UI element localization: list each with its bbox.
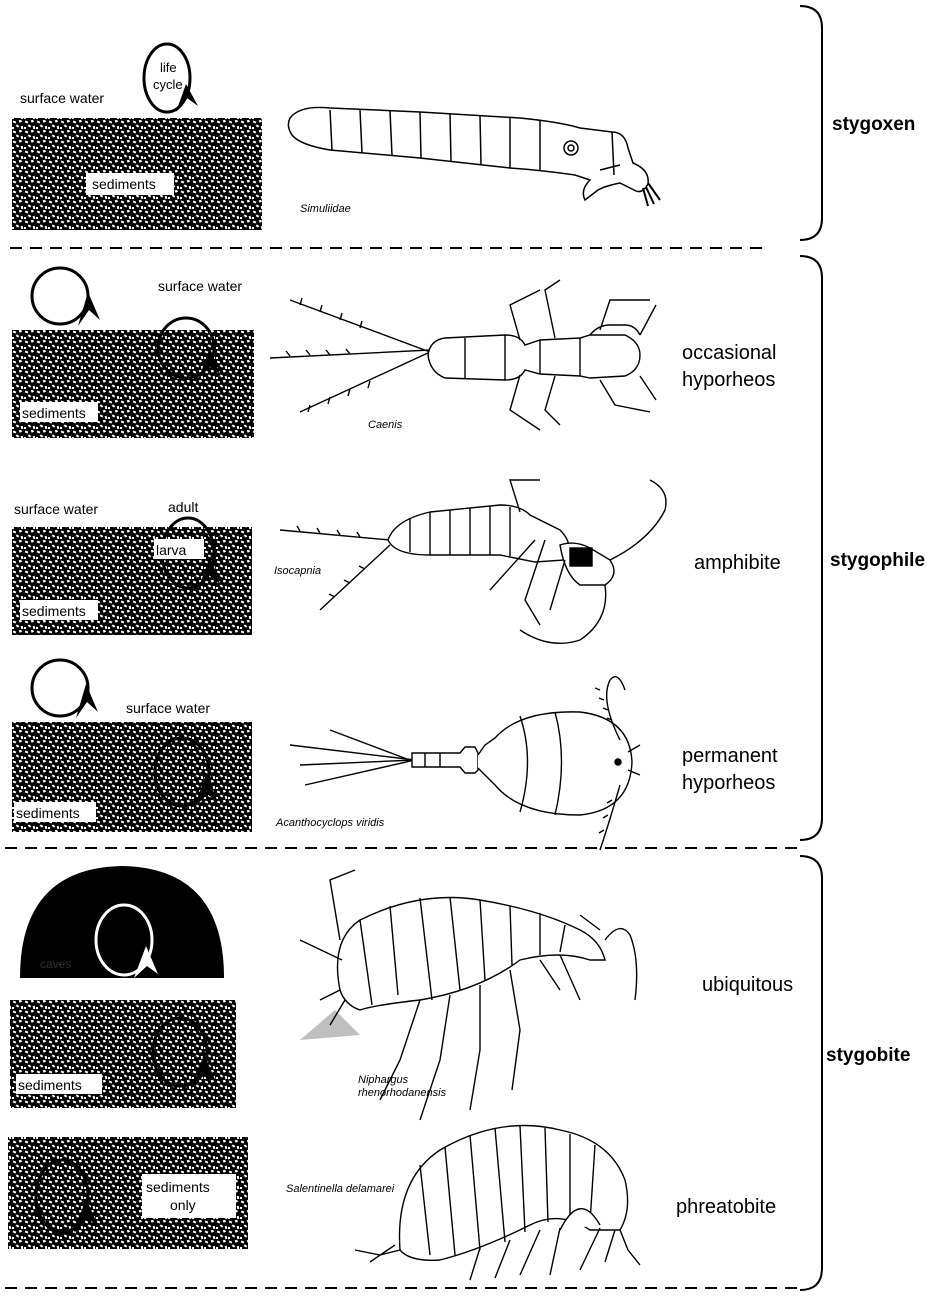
category-permanent-line1: permanent	[682, 745, 778, 767]
category-ubiquitous: ubiquitous	[702, 974, 793, 996]
sediments-label: sediments	[22, 603, 86, 619]
taxon-isocapnia: Isocapnia	[274, 565, 321, 577]
surface-water-label: surface water	[158, 278, 242, 294]
category-stygoxen: stygoxen	[832, 114, 915, 135]
sediments-only-label-1: sediments	[146, 1179, 210, 1195]
salentinella-drawing	[355, 1126, 640, 1281]
surface-cycle-loop	[32, 268, 88, 324]
category-phreatobite: phreatobite	[676, 1196, 776, 1218]
panel-ubiquitous: caves sediments Niphargus rhenorhodanens…	[10, 866, 793, 1120]
surface-water-label: surface water	[14, 501, 98, 517]
panel-stygoxen: sediments surface water life cycle Simul…	[12, 44, 660, 230]
sediments-label: sediments	[22, 405, 86, 421]
isocapnia-larva-drawing	[280, 480, 666, 643]
taxon-niphargus-1: Niphargus	[358, 1074, 409, 1086]
panel-occasional-hyporheos: sediments surface water Caenis occasiona…	[12, 268, 777, 438]
adult-label: adult	[168, 499, 198, 515]
category-permanent-line2: hyporheos	[682, 772, 775, 794]
life-cycle-label-1: life	[160, 60, 177, 75]
category-stygophile: stygophile	[830, 550, 925, 571]
simuliidae-larva-drawing	[288, 107, 660, 206]
sediments-only-label-2: only	[170, 1197, 196, 1213]
taxon-salentinella: Salentinella delamarei	[286, 1183, 395, 1195]
life-cycle-label-2: cycle	[153, 77, 183, 92]
taxon-niphargus-2: rhenorhodanensis	[358, 1087, 447, 1099]
surface-water-label: surface water	[20, 90, 104, 106]
niphargus-drawing	[300, 870, 637, 1120]
caenis-nymph-drawing	[270, 280, 656, 430]
sediments-label: sediments	[18, 1077, 82, 1093]
sediments-label: sediments	[16, 805, 80, 821]
category-occasional-line1: occasional	[682, 342, 777, 364]
taxon-caenis: Caenis	[368, 419, 403, 431]
surface-cycle-arrowhead	[78, 292, 100, 326]
surface-water-label: surface water	[126, 700, 210, 716]
panel-amphibite: sediments surface water adult larva Isoc…	[12, 480, 781, 643]
larva-label: larva	[156, 542, 187, 558]
category-stygobite: stygobite	[826, 1045, 910, 1066]
category-amphibite: amphibite	[694, 552, 781, 574]
taxon-simuliidae: Simuliidae	[300, 203, 351, 215]
bracket-stygoxen	[800, 6, 822, 240]
panel-permanent-hyporheos: sediments surface water Acanthocyclops v…	[12, 660, 778, 850]
bracket-stygobite	[800, 856, 822, 1290]
panel-phreatobite: sediments only Salentinella delamarei ph…	[8, 1126, 776, 1281]
category-occasional-line2: hyporheos	[682, 369, 775, 391]
caves-label: caves	[40, 957, 71, 971]
sediments-label: sediments	[92, 176, 156, 192]
taxon-acanthocyclops: Acanthocyclops viridis	[275, 817, 385, 829]
bracket-stygophile	[800, 256, 822, 840]
surface-cycle-arrowhead	[76, 684, 98, 718]
